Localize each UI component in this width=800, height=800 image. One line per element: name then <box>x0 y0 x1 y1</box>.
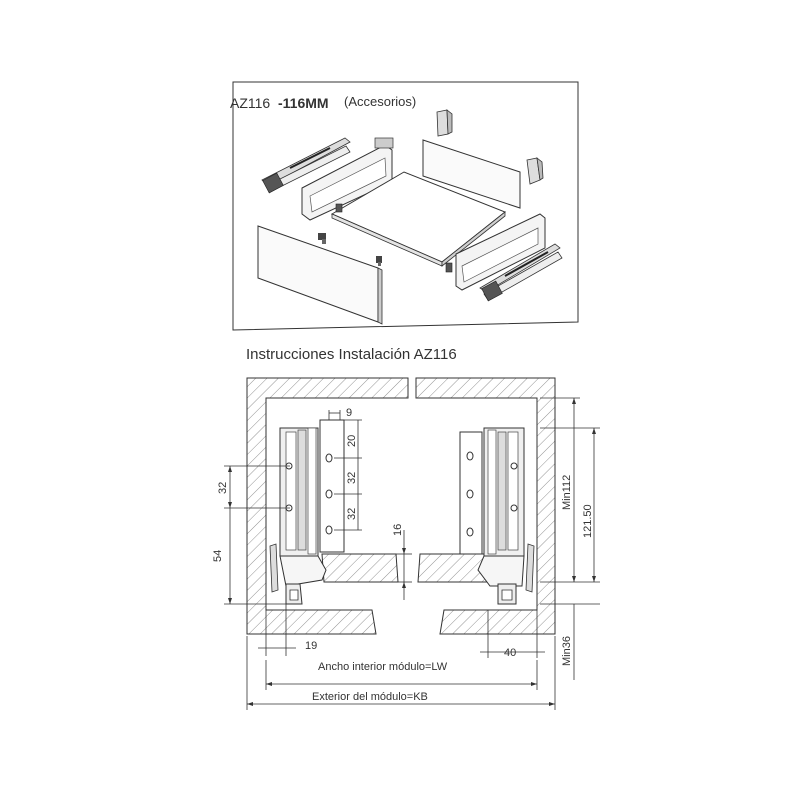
dim-side-19: 19 <box>305 640 317 652</box>
cabinet-right-wall <box>415 377 556 635</box>
drill-hole-icon <box>325 453 333 463</box>
left-slide-rail <box>261 137 351 194</box>
dim-left-54: 54 <box>212 550 224 562</box>
clip-icon <box>335 203 343 213</box>
rear-panel <box>422 139 521 209</box>
dim-min-112: Min112 <box>561 475 573 510</box>
drawer-bottom-panel <box>330 171 506 267</box>
drill-hole-icon <box>325 525 333 535</box>
accessories-panel: AZ116 -116MM (Accesorios) <box>230 81 579 331</box>
instructions-title: Instrucciones Instalación AZ116 <box>246 346 457 363</box>
front-fixing-clip-icon <box>376 256 382 266</box>
drill-hole-icon <box>466 451 474 461</box>
accessories-title-size: -116MM <box>278 95 329 111</box>
drill-hole-icon <box>325 489 333 499</box>
left-rear-panel <box>319 419 345 553</box>
right-drawer-side <box>455 213 546 291</box>
right-slide-rail <box>479 243 563 302</box>
front-fixing-clip-icon <box>318 233 326 244</box>
accessories-title-note: (Accesorios) <box>344 94 416 109</box>
dim-left-32: 32 <box>217 482 229 494</box>
dim-hole-pitch-1: 32 <box>346 472 358 484</box>
dim-outer-width: Exterior del módulo=KB <box>312 691 428 703</box>
clip-icon <box>445 262 453 273</box>
drill-hole-icon <box>466 527 474 537</box>
dim-hole-top: 20 <box>346 435 358 447</box>
dim-side-40: 40 <box>504 647 516 659</box>
drawer-bottom-left <box>321 553 399 583</box>
dim-inner-width: Ancho interior módulo=LW <box>318 661 448 673</box>
drawer-front-panel <box>257 225 383 325</box>
accessories-title-model: AZ116 <box>230 95 270 111</box>
right-drawer-profile <box>477 427 535 605</box>
rear-bracket-right <box>526 157 544 185</box>
installation-diagram: 9 20 32 32 32 54 16 19 40 Min112 121.50 … <box>212 377 600 710</box>
dim-height-121-50: 121.50 <box>582 504 594 538</box>
dim-hole-pitch-2: 32 <box>346 508 358 520</box>
right-rear-panel <box>459 431 483 555</box>
dim-hole-offset: 9 <box>346 407 352 419</box>
dim-gap-16: 16 <box>392 524 404 536</box>
dimension-arrows <box>228 398 596 706</box>
left-drawer-profile <box>269 427 327 605</box>
dim-min-36: Min36 <box>561 636 573 666</box>
drill-hole-icon <box>466 489 474 499</box>
rear-bracket-top <box>436 109 453 137</box>
dimension-lines <box>224 397 600 710</box>
